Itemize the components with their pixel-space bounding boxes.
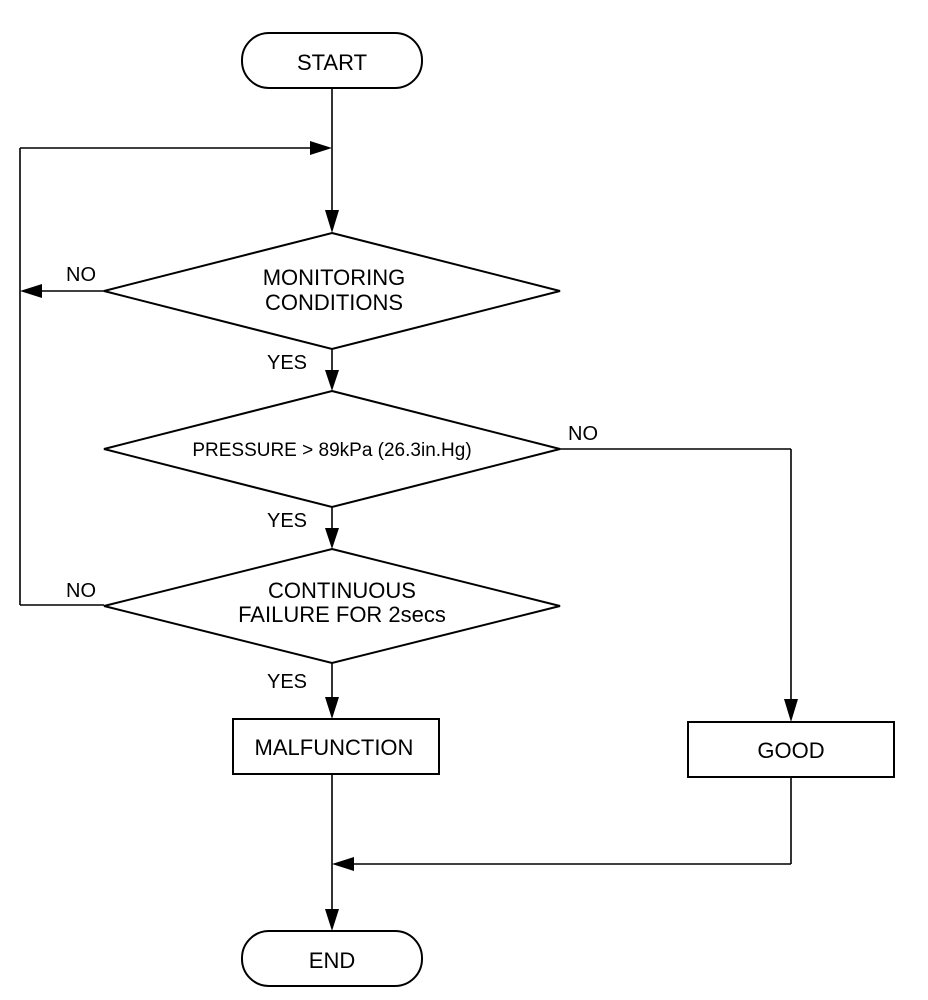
good-label: GOOD <box>757 738 824 763</box>
pressure-label: PRESSURE > 89kPa (26.3in.Hg) <box>192 440 471 461</box>
arrowhead-into-pressure <box>325 370 339 391</box>
continuous-yes-label: YES <box>267 671 307 693</box>
arrowhead-into-continuous <box>325 528 339 549</box>
arrowhead-into-end <box>325 909 339 931</box>
start-label: START <box>297 50 367 75</box>
end-label: END <box>309 948 355 973</box>
pressure-yes-label: YES <box>267 510 307 532</box>
continuous-failure-line2: FAILURE FOR 2secs <box>238 602 446 627</box>
arrowhead-into-monitoring <box>325 210 339 233</box>
pressure-no-label: NO <box>568 423 598 445</box>
monitoring-conditions-line1: MONITORING <box>263 265 406 290</box>
arrowhead-into-good <box>784 699 798 722</box>
arrowhead-monitoring-no <box>20 284 42 298</box>
arrowhead-good-merge <box>332 857 354 871</box>
good-box <box>687 721 895 778</box>
arrowhead-loop-rejoin <box>310 141 332 155</box>
continuous-failure-line1: CONTINUOUS <box>268 578 416 603</box>
malfunction-box <box>232 718 440 775</box>
monitoring-yes-label: YES <box>267 352 307 374</box>
monitoring-conditions-line2: CONDITIONS <box>265 290 403 315</box>
continuous-no-label: NO <box>66 580 96 602</box>
monitoring-no-label: NO <box>66 264 96 286</box>
arrowhead-into-malfunction <box>325 697 339 719</box>
malfunction-label: MALFUNCTION <box>255 735 414 760</box>
end-terminal <box>241 930 423 987</box>
